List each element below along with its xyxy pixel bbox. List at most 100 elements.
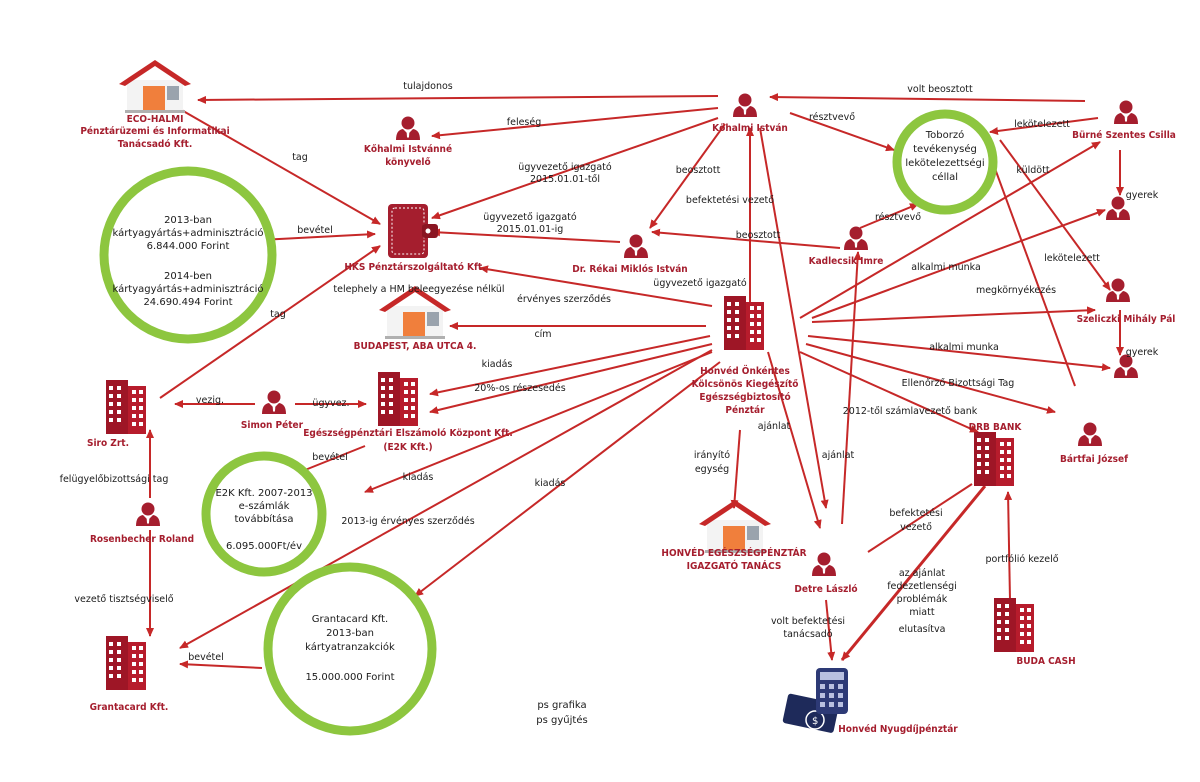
person-icon-bartfai[interactable] [1078,422,1102,447]
building-icon-buda-cash[interactable] [994,598,1034,652]
notes: ps grafika ps gyűjtés [536,700,587,726]
arrow-ugyvezeto-2 [431,228,621,243]
arrow-bevetel-1 [259,230,376,241]
edge-label-vezig: vezig. [196,395,224,406]
label-rosenbecher[interactable]: Rosenbecher Roland [90,534,194,545]
person-icon-gyerek-2[interactable] [1114,354,1138,379]
edge-label-ajanlat-2: ajánlat [822,450,855,461]
label-budapest-aba[interactable]: BUDAPEST, ABA UTCA 4. [354,341,477,352]
person-icon-kohalmi-istvanne[interactable] [396,116,420,141]
label-burne[interactable]: Bürné Szentes Csilla [1072,129,1176,141]
label-honved-2: Kölcsönös Kiegészítő [692,378,799,390]
person-icon-detre[interactable] [812,552,836,577]
building-icon-e2k[interactable] [378,372,418,426]
circle-grantacard [263,562,437,736]
edge-label-bevetel-3: bevétel [188,652,224,663]
label-honved-tanacs-1[interactable]: HONVÉD EGÉSZSÉGPÉNZTÁR [661,546,806,559]
e2k-circle-line-4: 6.095.000Ft/év [226,540,302,552]
person-icon-rosenbecher[interactable] [136,502,160,527]
arrow-bevetel-3 [179,660,263,669]
arrow-tag-1 [177,107,381,225]
label-drb[interactable]: DRB BANK [969,422,1023,433]
label-rekai[interactable]: Dr. Rékai Miklós István [572,263,687,275]
edge-label-fedezet-3: problémák [897,594,948,605]
arrow-ajanlat-2 [759,127,829,509]
arrow-szamlavezeto [799,351,979,433]
label-honved-3: Egészségbiztosító [699,391,790,403]
edge-label-tag-2: tag [270,309,286,320]
label-kohalmi-istvan[interactable]: Kőhalmi István [712,122,788,134]
label-nyugdij[interactable]: Honvéd Nyugdíjpénztár [838,723,958,735]
label-kadlecsik[interactable]: Kadlecsik Imre [809,256,884,267]
label-simon[interactable]: Simon Péter [241,419,304,431]
person-icon-rekai[interactable] [624,234,648,259]
wallet-icon-hks[interactable] [388,204,438,258]
edge-label-bevetel-2: bevétel [312,452,348,463]
label-kohalmi-istvanne-1[interactable]: Kőhalmi Istvánné [364,143,452,155]
edge-label-portfolio: portfólió kezelő [985,554,1058,565]
arrow-kuldott [799,141,1101,319]
arrow-tulajdonos [197,95,719,104]
e2k-circle-line-3: továbbítása [235,513,294,525]
toborzo-line-3: lekötelezettségi [905,157,984,169]
label-eco-halmi-sub2: Tanácsadó Kft. [118,138,193,150]
label-eco-halmi[interactable]: ECO-HALMI [127,114,184,125]
label-honved-1[interactable]: Honvéd Önkéntes [700,363,790,377]
building-icon-grantacard[interactable] [106,636,146,690]
arrow-volt-bef [825,599,836,661]
label-e2k-1[interactable]: Egészségpénztári Elszámoló Központ Kft. [303,427,513,439]
edge-label-lekotelezett-1: lekötelezett [1014,119,1070,130]
arrow-volt-beosztott [769,93,1086,102]
arrow-ugyvezeto-1 [431,117,719,220]
granta-circle-line-3: kártyatranzakciók [305,641,395,653]
edge-label-iranyito-2: egység [695,464,729,475]
arrow-beosztott-2 [651,228,841,249]
edge-label-resztvevo-1: résztvevő [809,112,855,123]
hks-revenue-line-1: 2013-ban [164,215,212,226]
building-icon-drb[interactable] [974,432,1014,486]
building-icon-siro[interactable] [106,380,146,434]
arrow-kiadas-2 [364,351,713,493]
svg-text:$: $ [812,716,818,727]
label-detre[interactable]: Detre László [794,583,857,595]
label-hks[interactable]: HKS Pénztárszolgáltató Kft. [344,261,485,273]
person-icon-simon[interactable] [262,390,286,415]
calculator-money-icon-nyugdij[interactable]: $ [782,668,848,733]
label-buda-cash[interactable]: BUDA CASH [1016,656,1075,667]
edge-label-beosztott-1: beosztott [676,165,721,176]
edge-label-ugyvezeto-1b: 2015.01.01-től [530,174,600,185]
label-siro[interactable]: Siro Zrt. [87,438,129,449]
label-bartfai[interactable]: Bártfai József [1060,453,1128,465]
edge-label-telephely: telephely a HM beleegyezése nélkül [333,284,504,295]
edge-labels: tulajdonos volt beosztott feleség résztv… [60,81,1159,663]
edge-label-vezeto-tisztsegviselo: vezető tisztségviselő [74,594,173,605]
building-icon-honved[interactable] [724,296,764,350]
arrow-kadlecsik-up [841,251,862,525]
toborzo-line-2: tevékenység [913,143,977,155]
label-szeliczki[interactable]: Szeliczki Mihály Pál [1077,313,1176,325]
person-icon-kadlecsik[interactable] [844,226,868,251]
edge-label-ugyvez: ügyvez. [312,398,349,409]
icons: $ [106,60,1138,733]
arrow-lekotelezett-1 [989,117,1099,135]
edge-label-gyerek-2: gyerek [1126,347,1159,358]
edge-label-befektetesi-vezeto: befektetési vezető [686,195,774,206]
arrow-kiadas-3 [414,361,721,597]
house-icon-eco-halmi[interactable] [119,60,191,113]
circle-toborzo [892,109,998,215]
hks-revenue-line-2: kártyagyártás+adminisztráció [112,227,263,239]
edge-label-ugyvezeto-1: ügyvezető igazgató [518,162,612,173]
arrow-tag-2 [159,245,381,399]
label-honved-tanacs-2: IGAZGATÓ TANÁCS [687,559,782,572]
person-icon-burne[interactable] [1114,100,1138,125]
edge-label-lekotelezett-2: lekötelezett [1044,253,1100,264]
arrow-beosztott-1 [649,123,726,229]
arrow-reszesedes [429,343,713,415]
edge-label-felugyelo: felügyelőbizottsági tag [60,474,169,485]
toborzo-line-4: céllal [932,171,958,183]
person-icon-kohalmi-istvan[interactable] [733,93,757,118]
label-grantacard[interactable]: Grantacard Kft. [90,702,169,713]
edge-label-fedezet-5: elutasítva [899,624,946,635]
